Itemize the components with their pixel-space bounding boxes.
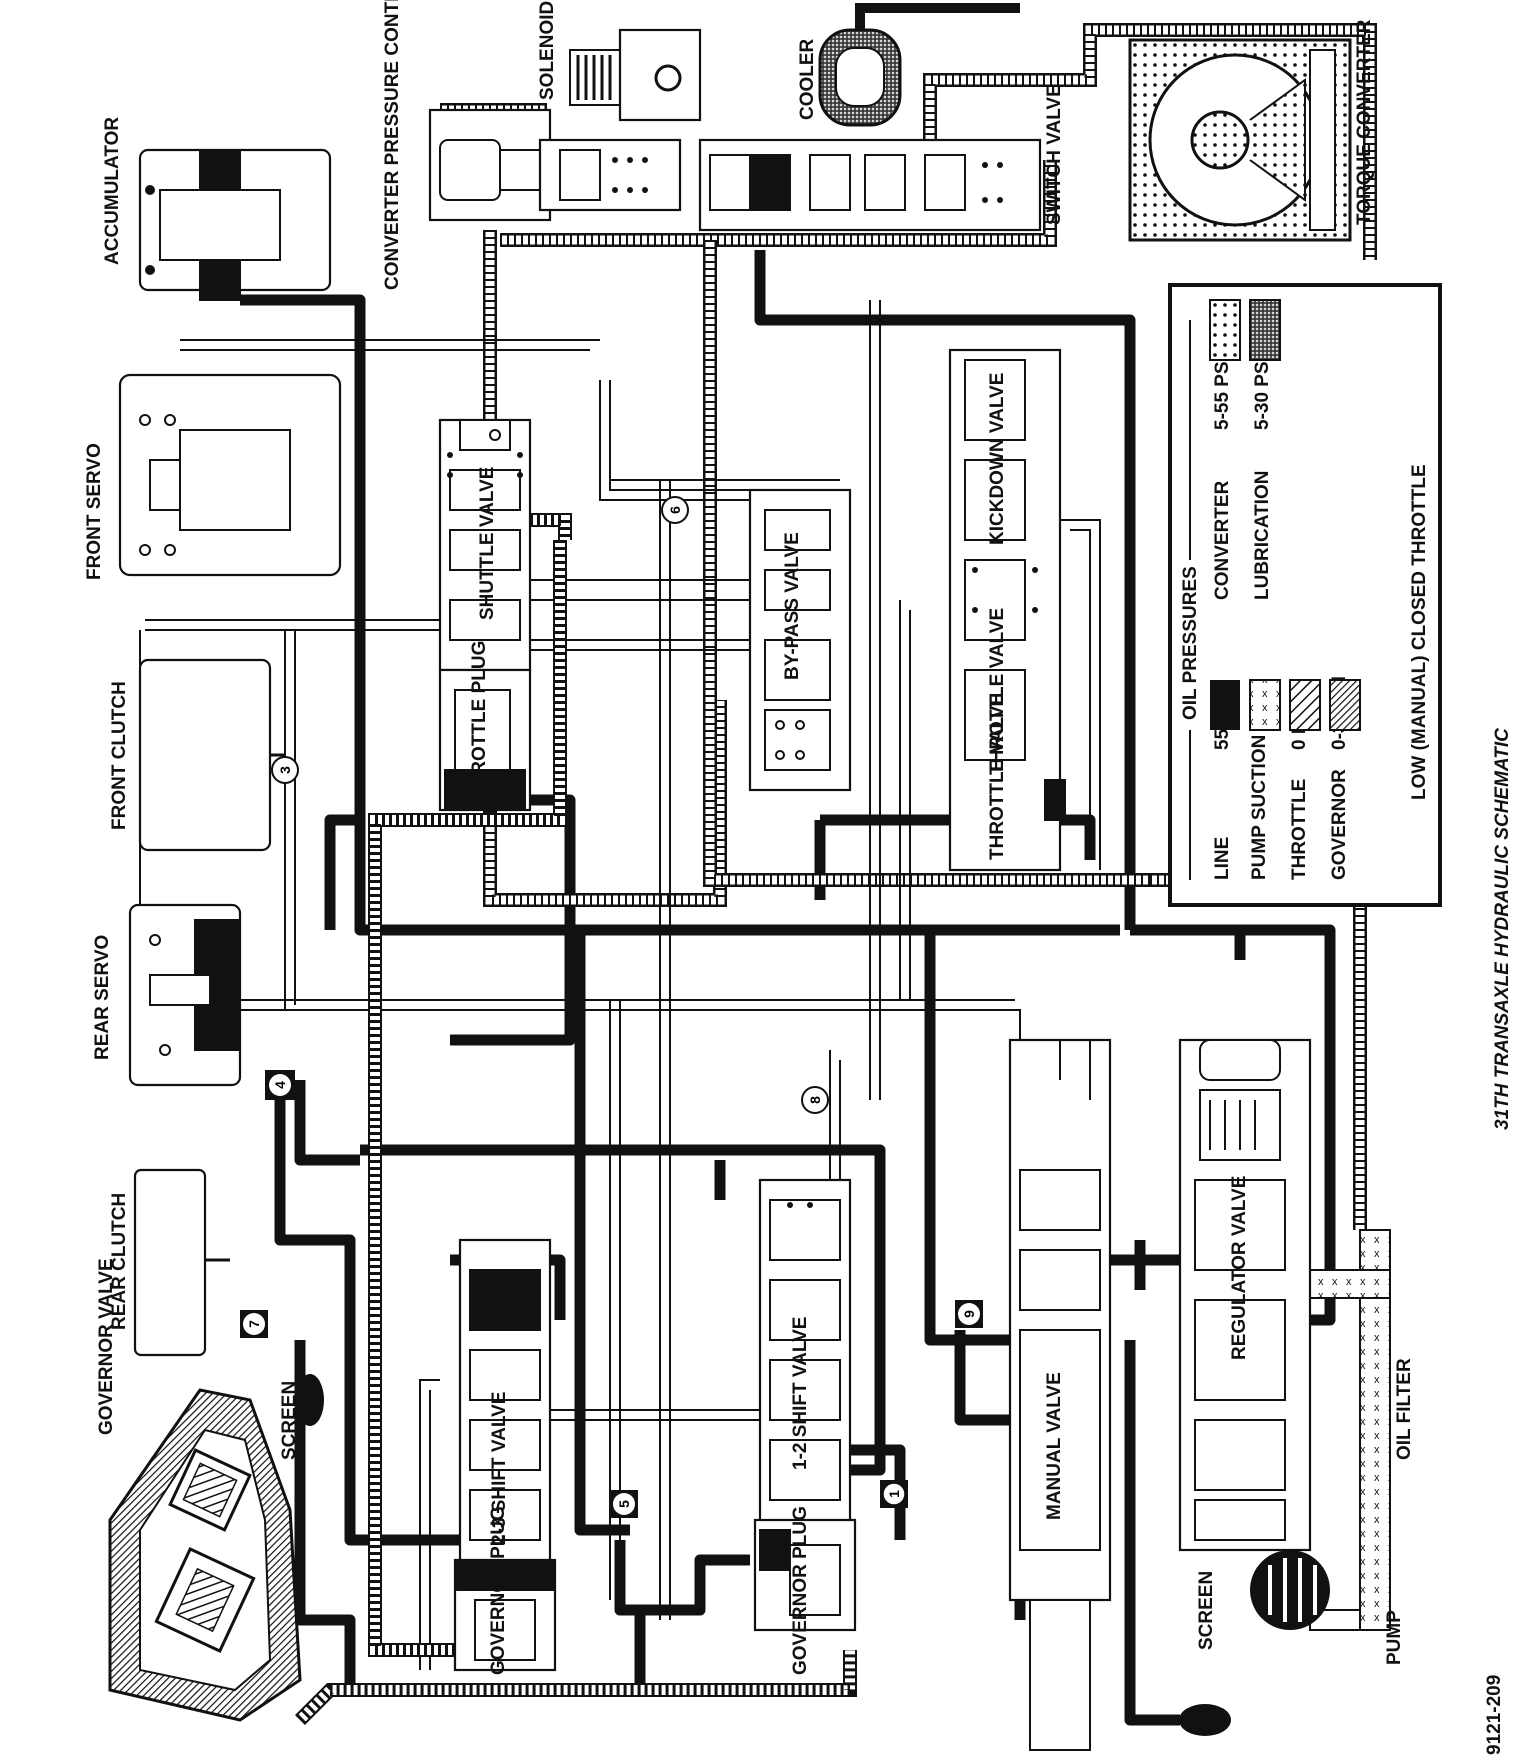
screen-governor	[296, 1374, 324, 1426]
throttle-passages	[139, 300, 1101, 1670]
by-pass-valve-label: BY-PASS VALVE	[782, 532, 803, 680]
rear-servo	[128, 903, 242, 1087]
svg-text:4: 4	[272, 1081, 288, 1089]
svg-text:GOVERNOR: GOVERNOR	[1329, 769, 1350, 880]
schematic-title: 31TH TRANSAXLE HYDRAULIC SCHEMATIC	[1492, 728, 1513, 1130]
shift-valve-2-3-label: 2-3 SHIFT VALVE	[489, 1392, 510, 1545]
manual-valve-label: MANUAL VALVE	[1044, 1372, 1065, 1520]
accumulator	[138, 148, 332, 301]
svg-text:5-30 PSI: 5-30 PSI	[1252, 356, 1273, 430]
rear-clutch-label: REAR CLUTCH	[109, 1193, 130, 1330]
oil-filter-label: OIL FILTER	[1394, 1358, 1415, 1460]
front-clutch	[138, 658, 285, 852]
governor-passages	[295, 513, 857, 1725]
svg-text:6: 6	[667, 506, 683, 514]
shuttle-valve-label: SHUTTLE VALVE	[477, 467, 498, 620]
throttle-plug-label: THROTTLE PLUG	[469, 641, 490, 800]
svg-text:PUMP SUCTION: PUMP SUCTION	[1249, 735, 1270, 880]
switch-valve-label: SWITCH VALVE	[1044, 84, 1065, 225]
throttle-valve-upper-label: THROTTLE VALVE	[987, 608, 1008, 775]
shift-valve-1-2-label: 1-2 SHIFT VALVE	[790, 1317, 811, 1470]
governor-plug-2	[753, 1518, 857, 1632]
check-ball-5: 5	[610, 1490, 638, 1518]
kickdown-valve-label: KICKDOWN VALVE	[987, 373, 1008, 545]
svg-text:5: 5	[616, 1500, 632, 1508]
svg-text:7: 7	[246, 1320, 262, 1328]
screen-pump	[1179, 1704, 1231, 1736]
front-clutch-label: FRONT CLUTCH	[109, 681, 130, 830]
rear-servo-label: REAR SERVO	[92, 935, 113, 1060]
governor-valve	[108, 1388, 302, 1722]
regulator-valve-label: REGULATOR VALVE	[1229, 1176, 1250, 1360]
by-pass-valve	[748, 488, 852, 792]
governor-plug-2-label: GOVERNOR PLUG	[790, 1506, 811, 1675]
svg-text:3: 3	[277, 766, 293, 774]
check-ball-6: 6	[661, 496, 689, 524]
screen-pump-label: SCREEN	[1196, 1571, 1217, 1650]
switch-valve	[698, 138, 1042, 232]
legend-item-governor: GOVERNOR 0-30 PSI	[1329, 676, 1361, 880]
pump	[1250, 1550, 1330, 1630]
component-labels: ACCUMULATOR FRONT SERVO FRONT CLUTCH REA…	[84, 0, 1415, 1675]
check-ball-1: 1	[880, 1480, 908, 1508]
manual-valve	[1008, 1038, 1112, 1751]
governor-valve-label: GOVERNOR VALVE	[96, 1258, 117, 1435]
check-ball-9: 9	[955, 1300, 983, 1328]
svg-text:LINE: LINE	[1212, 837, 1233, 880]
front-servo	[118, 373, 342, 577]
shift-valve-1-2	[758, 1178, 852, 1532]
figure-number: 9121-209	[1484, 1675, 1505, 1755]
svg-text:9: 9	[961, 1310, 977, 1318]
legend-condition: LOW (MANUAL) CLOSED THROTTLE	[1409, 464, 1430, 800]
svg-text:LUBRICATION: LUBRICATION	[1252, 471, 1273, 600]
check-ball-7: 7	[240, 1310, 268, 1338]
legend: OIL PRESSURES LINE 55 PSI PUMP SUCTION T…	[1168, 283, 1442, 907]
legend-item-throttle: THROTTLE 0 PSI	[1289, 679, 1321, 880]
front-servo-label: FRONT SERVO	[84, 443, 105, 580]
check-ball-3: 3	[271, 756, 299, 784]
svg-text:CONVERTER: CONVERTER	[1212, 480, 1233, 600]
converter-pressure-control-valve-label: CONVERTER PRESSURE CONTROL VALVE	[382, 0, 403, 290]
torque-converter-label: TORQUE CONVERTER	[1354, 19, 1375, 225]
shift-valve-2-3	[458, 1238, 552, 1572]
legend-item-lubrication: LUBRICATION 5-30 PSI	[1249, 299, 1281, 600]
governor-plug-1	[453, 1558, 557, 1672]
converter-pressure-control-valve	[428, 108, 682, 222]
svg-text:5-55 PSI: 5-55 PSI	[1212, 356, 1233, 430]
solenoid-label: SOLENOID	[537, 1, 558, 100]
check-ball-markers: 1 3 4 5 6 7 8	[240, 496, 983, 1518]
legend-item-line: LINE 55 PSI	[1210, 680, 1240, 880]
torque-converter	[1128, 38, 1352, 242]
accumulator-label: ACCUMULATOR	[102, 117, 123, 265]
kickdown-valve	[948, 348, 1066, 872]
regulator-valve	[1178, 1038, 1312, 1552]
svg-text:THROTTLE: THROTTLE	[1289, 779, 1310, 880]
legend-item-pump-suction: PUMP SUCTION	[1249, 679, 1281, 880]
pump-label: PUMP	[1384, 1610, 1405, 1665]
throttle-valve-lower-label: THROTTLE VALVE	[987, 693, 1008, 860]
legend-item-converter: CONVERTER 5-55 PSI	[1209, 299, 1241, 600]
svg-text:1: 1	[886, 1490, 902, 1498]
shuttle-valve	[438, 418, 532, 672]
check-ball-8: 8	[801, 1086, 829, 1114]
screen-governor-label: SCREEN	[279, 1381, 300, 1460]
check-ball-4: 4	[265, 1070, 295, 1100]
solenoid	[569, 28, 702, 122]
throttle-plug	[438, 668, 532, 812]
pump-suction-passages	[1309, 1229, 1391, 1631]
cooler-label: COOLER	[797, 38, 818, 120]
legend-heading: OIL PRESSURES	[1180, 566, 1201, 720]
governor-plug-1-label: GOVERNOR PLUG	[488, 1506, 509, 1675]
rear-clutch	[133, 1168, 230, 1357]
cooler	[818, 3, 1020, 127]
svg-text:8: 8	[807, 1096, 823, 1104]
